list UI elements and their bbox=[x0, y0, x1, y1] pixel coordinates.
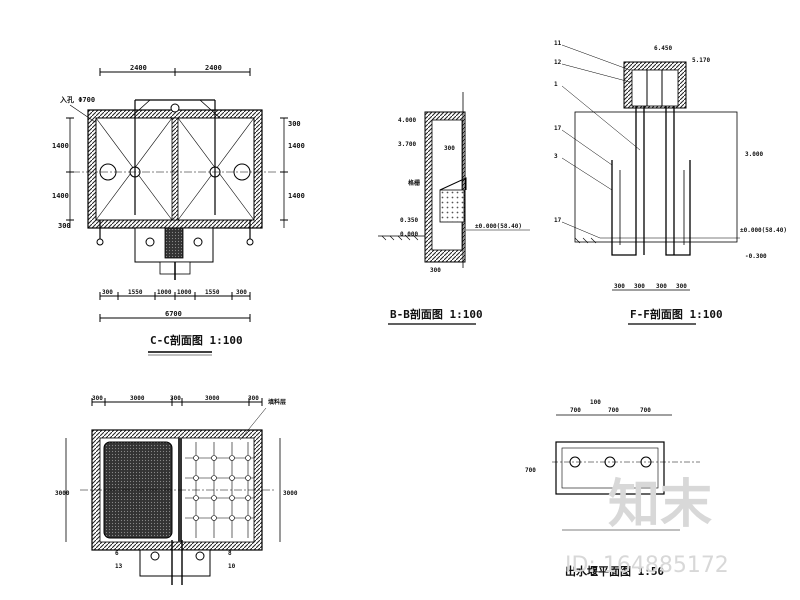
plan-callout: 填料层 bbox=[268, 398, 286, 406]
bb-base-label: 300 bbox=[430, 267, 441, 274]
plan-left-dim: 3000 bbox=[55, 490, 70, 497]
plan-view: 300 3000 300 3000 300 3000 3000 bbox=[55, 395, 298, 585]
bb-elev-ground: ±0.000(58.40) bbox=[475, 223, 522, 230]
cc-bottom-dim-6: 300 bbox=[236, 289, 247, 296]
ff-width-dim-2: 300 bbox=[634, 283, 645, 290]
cc-right-dim-3: 1400 bbox=[288, 192, 305, 200]
cc-total-dim: 6700 bbox=[165, 310, 182, 318]
cc-left-dim-3: 300 bbox=[58, 222, 71, 230]
ff-elev-bottom: -0.300 bbox=[745, 253, 767, 260]
ff-callout-6: 17 bbox=[554, 217, 562, 224]
plan-callout-2: 13 bbox=[115, 563, 123, 570]
bb-elev-mid: 3.700 bbox=[398, 141, 416, 148]
detail-dim-2: 100 bbox=[590, 399, 601, 406]
cc-inlet-label: 入孔 Φ700 bbox=[59, 95, 95, 104]
detail-dim-3: 700 bbox=[608, 407, 619, 414]
ff-title: F-F剖面图 1:100 bbox=[630, 307, 723, 321]
ff-callout-1: 11 bbox=[554, 40, 562, 47]
section-bb: 4.000 3.700 0.350 0.000 ±0.000(58.40) 30… bbox=[378, 92, 530, 325]
detail-dim-4: 700 bbox=[640, 407, 651, 414]
plan-top-dim-5: 300 bbox=[248, 395, 259, 402]
cc-left-dim-2: 1400 bbox=[52, 192, 69, 200]
ff-callout-4: 17 bbox=[554, 125, 562, 132]
cc-right-dim-2: 1400 bbox=[288, 142, 305, 150]
section-ff: 11 12 1 17 3 17 6.450 5.170 3.000 ±0.000… bbox=[554, 40, 787, 325]
ff-elev-ground: ±0.000(58.40) bbox=[740, 227, 787, 234]
bb-elev-top: 4.000 bbox=[398, 117, 416, 124]
plan-callout-4: 10 bbox=[228, 563, 236, 570]
cc-bottom-dim-1: 300 bbox=[102, 289, 113, 296]
cc-bottom-dim-4: 1000 bbox=[177, 289, 192, 296]
ff-elev-right: 3.000 bbox=[745, 151, 763, 158]
plan-top-dim-4: 3000 bbox=[205, 395, 220, 402]
ff-width-dim-3: 300 bbox=[656, 283, 667, 290]
cc-top-dim-1: 2400 bbox=[130, 64, 147, 72]
ff-elev-mid: 5.170 bbox=[692, 57, 710, 64]
cc-bottom-dim-3: 1000 bbox=[157, 289, 172, 296]
cc-bottom-dim-2: 1550 bbox=[128, 289, 143, 296]
watermark-brand: 知末 bbox=[608, 475, 712, 535]
cc-title: C-C剖面图 1:100 bbox=[150, 333, 243, 347]
bb-title: B-B剖面图 1:100 bbox=[390, 307, 483, 321]
bb-elev-low: 0.350 bbox=[400, 217, 418, 224]
plan-right-dim: 3000 bbox=[283, 490, 298, 497]
plan-top-dim-3: 300 bbox=[170, 395, 181, 402]
plan-top-dim-1: 300 bbox=[92, 395, 103, 402]
bb-inner-label: 格栅 bbox=[408, 179, 420, 187]
ff-callout-2: 12 bbox=[554, 59, 562, 66]
bb-level-label: 300 bbox=[444, 145, 455, 152]
ff-elev-top: 6.450 bbox=[654, 45, 672, 52]
cc-bottom-dim-5: 1550 bbox=[205, 289, 220, 296]
watermark: 知末 ID: 164885172 bbox=[565, 475, 729, 578]
detail-side-dim: 700 bbox=[525, 467, 536, 474]
detail-title: 出水堰平面图 1:50 bbox=[565, 564, 664, 578]
watermark-id: ID: 164885172 bbox=[565, 553, 729, 578]
ff-width-dim-4: 300 bbox=[676, 283, 687, 290]
ff-callout-3: 1 bbox=[554, 81, 558, 88]
bb-elev-bottom: 0.000 bbox=[400, 231, 418, 238]
detail-view: 700 100 700 700 700 出水堰平面图 1:50 bbox=[525, 399, 700, 578]
ff-width-dim-1: 300 bbox=[614, 283, 625, 290]
cc-left-dim-1: 1400 bbox=[52, 142, 69, 150]
plan-top-dim-2: 3000 bbox=[130, 395, 145, 402]
plan-callout-1: 6 bbox=[115, 550, 119, 557]
cc-top-dim-2: 2400 bbox=[205, 64, 222, 72]
ff-callout-5: 3 bbox=[554, 153, 558, 160]
plan-callout-3: 8 bbox=[228, 550, 232, 557]
cc-right-dim-1: 300 bbox=[288, 120, 301, 128]
detail-dim-1: 700 bbox=[570, 407, 581, 414]
section-cc: 2400 2400 入孔 Φ70 bbox=[52, 64, 305, 356]
